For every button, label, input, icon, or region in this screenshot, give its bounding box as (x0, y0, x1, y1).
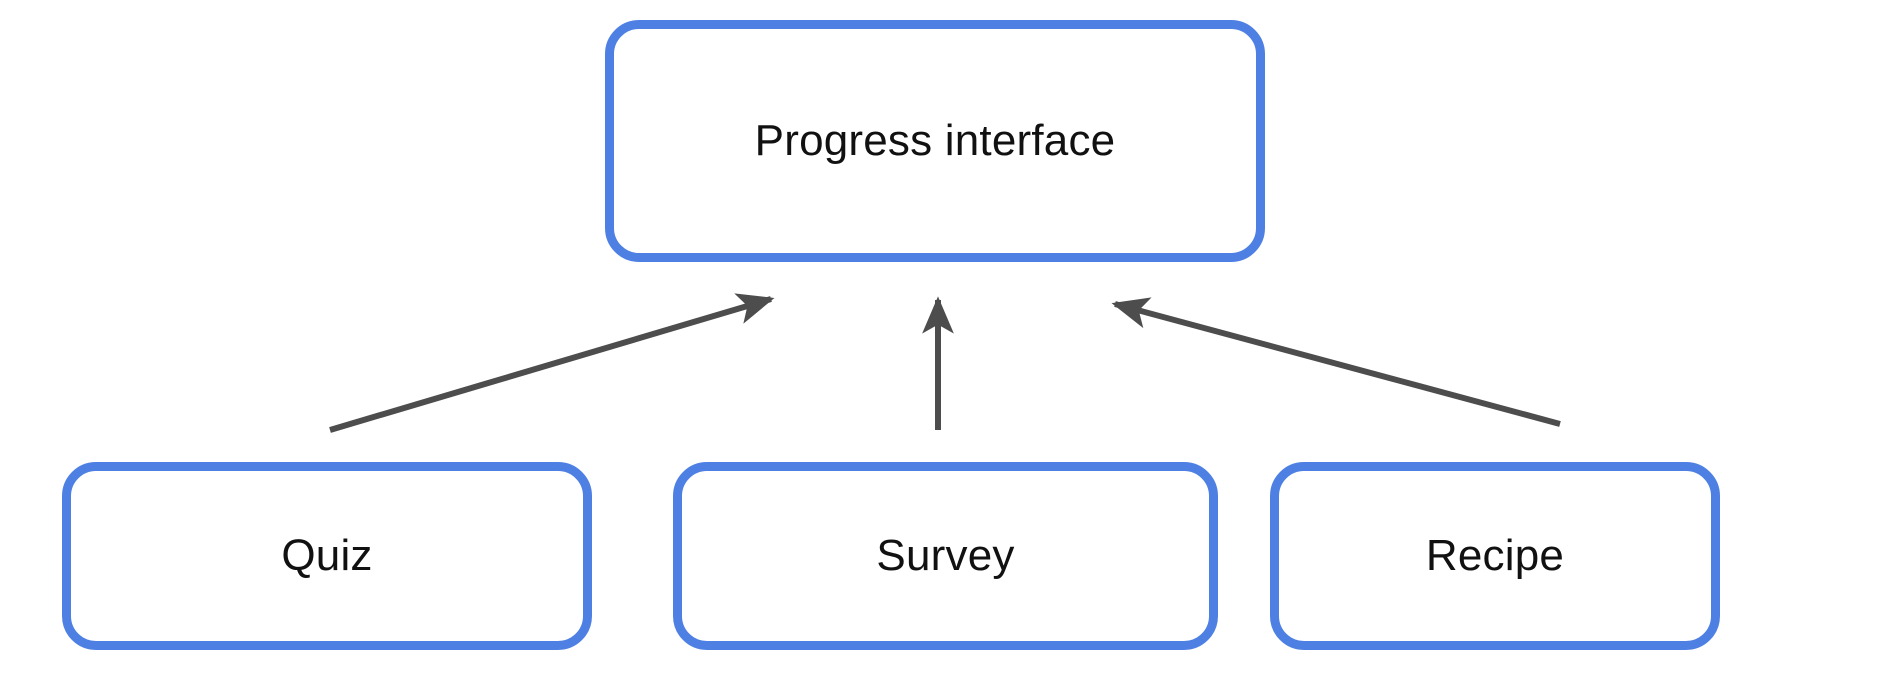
node-quiz[interactable]: Quiz (62, 462, 592, 650)
node-recipe[interactable]: Recipe (1270, 462, 1720, 650)
edge-quiz-to-progress (329, 293, 775, 433)
node-progress-interface[interactable]: Progress interface (605, 20, 1265, 262)
node-progress-interface-label: Progress interface (754, 116, 1116, 165)
node-recipe-label: Recipe (1425, 531, 1565, 580)
node-survey[interactable]: Survey (673, 462, 1218, 650)
edge-recipe-to-progress (1111, 297, 1561, 427)
node-quiz-label: Quiz (281, 531, 373, 580)
node-survey-label: Survey (876, 531, 1015, 580)
